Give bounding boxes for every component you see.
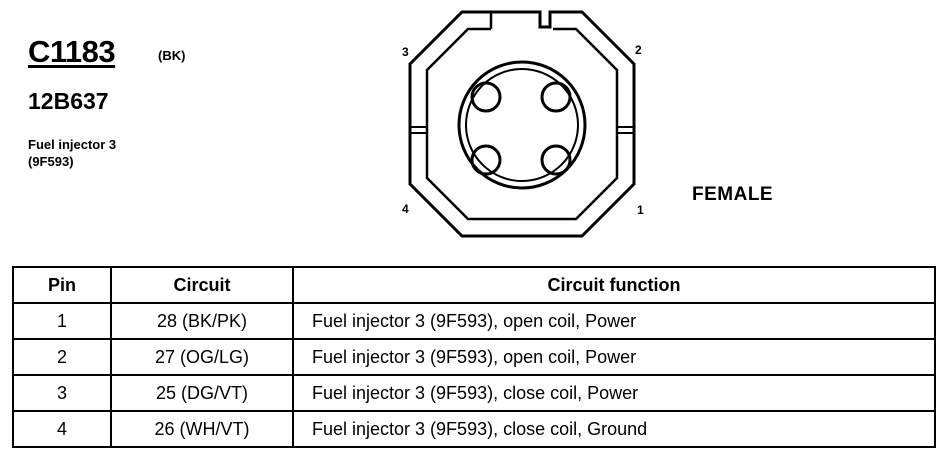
connector-face-diagram bbox=[408, 10, 636, 238]
part-number: 12B637 bbox=[28, 88, 109, 114]
pin-cavity-2 bbox=[540, 81, 572, 113]
pin-label-4: 4 bbox=[402, 202, 409, 216]
pin-cavity-1 bbox=[540, 144, 572, 176]
table-row: 1 28 (BK/PK) Fuel injector 3 (9F593), op… bbox=[12, 302, 936, 340]
header-circuit-function: Circuit function bbox=[292, 266, 936, 304]
header-circuit: Circuit bbox=[110, 266, 294, 304]
connector-color-code: (BK) bbox=[158, 48, 186, 63]
cell-pin: 3 bbox=[12, 374, 112, 412]
cell-pin: 4 bbox=[12, 410, 112, 448]
description-line-1: Fuel injector 3 bbox=[28, 137, 117, 152]
cell-circuit: 28 (BK/PK) bbox=[110, 302, 294, 340]
table-row: 4 26 (WH/VT) Fuel injector 3 (9F593), cl… bbox=[12, 410, 936, 448]
cell-pin: 1 bbox=[12, 302, 112, 340]
connector-description: Fuel injector 3 (9F593) bbox=[28, 136, 116, 170]
connector-gender: FEMALE bbox=[692, 184, 774, 205]
table-header-row: Pin Circuit Circuit function bbox=[12, 266, 936, 304]
pin-label-3: 3 bbox=[402, 45, 409, 59]
cell-function: Fuel injector 3 (9F593), close coil, Pow… bbox=[292, 374, 936, 412]
connector-inner-shell bbox=[425, 27, 619, 221]
pinout-table: Pin Circuit Circuit function 1 28 (BK/PK… bbox=[12, 266, 936, 448]
connector-id: C1183 bbox=[28, 34, 116, 69]
cell-function: Fuel injector 3 (9F593), open coil, Powe… bbox=[292, 302, 936, 340]
pin-cavity-3 bbox=[470, 81, 502, 113]
cell-pin: 2 bbox=[12, 338, 112, 376]
cell-function: Fuel injector 3 (9F593), open coil, Powe… bbox=[292, 338, 936, 376]
cell-circuit: 27 (OG/LG) bbox=[110, 338, 294, 376]
description-line-2: (9F593) bbox=[28, 154, 74, 169]
cell-circuit: 26 (WH/VT) bbox=[110, 410, 294, 448]
pin-cavity-4 bbox=[470, 144, 502, 176]
connector-outer-shell bbox=[408, 10, 636, 238]
pin-label-1: 1 bbox=[637, 203, 644, 217]
table-row: 2 27 (OG/LG) Fuel injector 3 (9F593), op… bbox=[12, 338, 936, 376]
header-pin: Pin bbox=[12, 266, 112, 304]
pin-label-2: 2 bbox=[635, 43, 642, 57]
cell-circuit: 25 (DG/VT) bbox=[110, 374, 294, 412]
cell-function: Fuel injector 3 (9F593), close coil, Gro… bbox=[292, 410, 936, 448]
table-row: 3 25 (DG/VT) Fuel injector 3 (9F593), cl… bbox=[12, 374, 936, 412]
connector-center-body bbox=[457, 60, 587, 190]
connector-center-ring bbox=[465, 68, 579, 182]
